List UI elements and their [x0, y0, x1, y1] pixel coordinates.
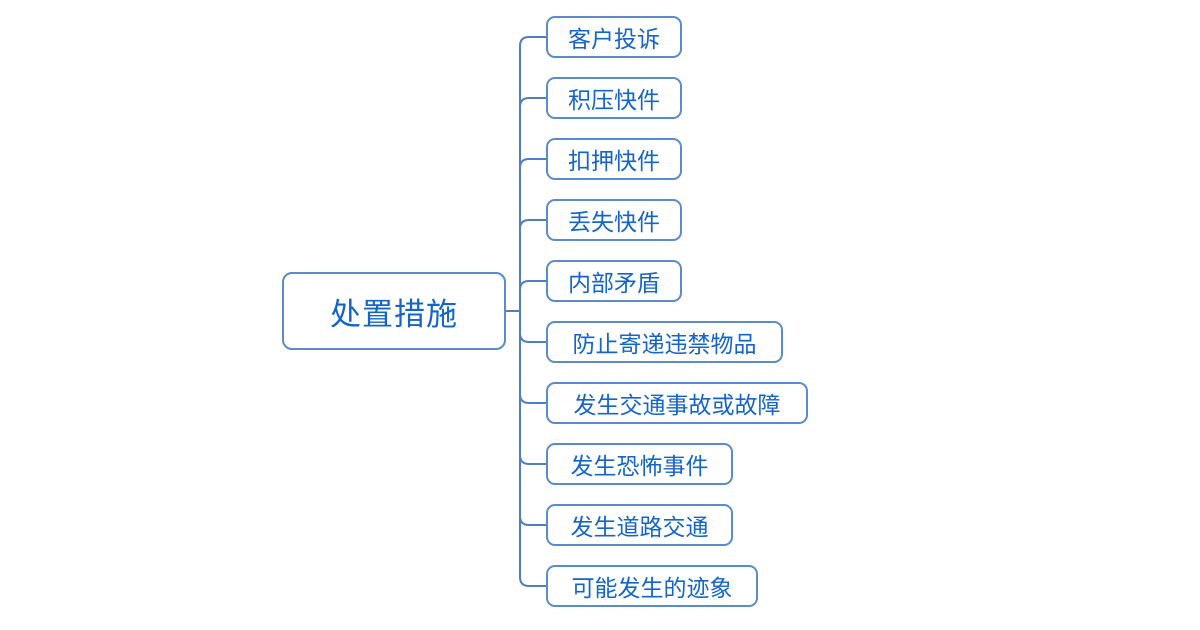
topic-node-label: 丢失快件 [568, 210, 660, 236]
topic-node-label: 可能发生的迹象 [571, 576, 733, 602]
topic-node-detained-parcels[interactable]: 扣押快件 [546, 138, 682, 180]
topic-node-label: 发生道路交通 [570, 515, 709, 541]
branch-line [519, 393, 547, 404]
topic-node-traffic-accident-or-breakdown[interactable]: 发生交通事故或故障 [546, 382, 808, 424]
topic-node-prevent-prohibited-items[interactable]: 防止寄递违禁物品 [546, 321, 783, 363]
topic-node-possible-signs[interactable]: 可能发生的迹象 [546, 565, 758, 607]
topic-node-label: 客户投诉 [568, 27, 660, 53]
branch-line [519, 280, 547, 291]
branch-line [519, 332, 547, 343]
topic-node-label: 发生交通事故或故障 [573, 393, 781, 419]
branch-line [519, 36, 547, 47]
topic-node-label: 内部矛盾 [568, 271, 660, 297]
branch-line [519, 219, 547, 230]
topic-node-customer-complaints[interactable]: 客户投诉 [546, 16, 682, 58]
branch-line [519, 515, 547, 526]
topic-node-label: 扣押快件 [568, 149, 660, 175]
branch-line [519, 158, 547, 169]
topic-node-label: 防止寄递违禁物品 [572, 332, 757, 358]
root-node-label: 处置措施 [330, 296, 458, 333]
root-node[interactable]: 处置措施 [282, 272, 506, 350]
branch-line [519, 576, 547, 587]
topic-node-terrorist-incident[interactable]: 发生恐怖事件 [546, 443, 733, 485]
topic-node-label: 发生恐怖事件 [570, 454, 709, 480]
branch-line [519, 97, 547, 108]
topic-node-backlogged-parcels[interactable]: 积压快件 [546, 77, 682, 119]
topic-node-lost-parcels[interactable]: 丢失快件 [546, 199, 682, 241]
topic-node-label: 积压快件 [568, 88, 660, 114]
topic-node-road-traffic[interactable]: 发生道路交通 [546, 504, 733, 546]
topic-node-internal-conflict[interactable]: 内部矛盾 [546, 260, 682, 302]
branch-line [519, 454, 547, 465]
